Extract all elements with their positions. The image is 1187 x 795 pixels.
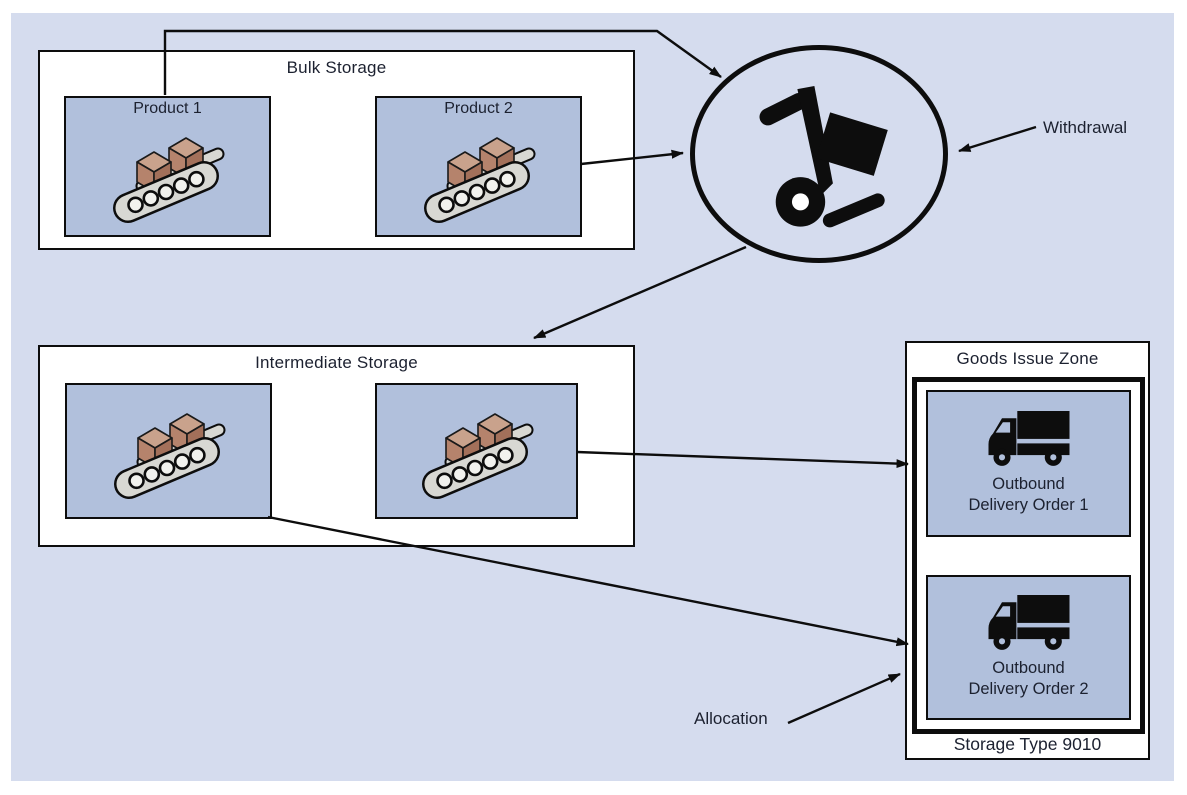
goods-issue-zone: Goods Issue Zone Outbound Delivery Order… xyxy=(905,341,1150,760)
product-2-box: Product 2 xyxy=(375,96,582,237)
product-1-label: Product 1 xyxy=(133,100,202,117)
product-2-label: Product 2 xyxy=(444,100,513,117)
bulk-storage-title: Bulk Storage xyxy=(286,58,387,77)
intermediate-storage-zone: Intermediate Storage xyxy=(38,345,635,547)
withdrawal-process-ellipse xyxy=(690,45,948,263)
outbound-delivery-order-1-label: Outbound Delivery Order 1 xyxy=(968,475,1089,515)
conveyor-belt-icon xyxy=(67,391,270,513)
conveyor-belt-icon xyxy=(377,120,580,231)
outbound-delivery-order-1-box: Outbound Delivery Order 1 xyxy=(926,390,1131,537)
delivery-truck-icon xyxy=(988,595,1069,650)
goods-issue-zone-title: Goods Issue Zone xyxy=(956,349,1099,368)
conveyor-belt-icon xyxy=(377,391,576,513)
product-1-box: Product 1 xyxy=(64,96,271,237)
outbound-delivery-order-2-label: Outbound Delivery Order 2 xyxy=(968,659,1089,699)
intermediate-bin-2-box xyxy=(375,383,578,519)
intermediate-bin-1-box xyxy=(65,383,272,519)
conveyor-belt-icon xyxy=(66,120,269,231)
intermediate-storage-title: Intermediate Storage xyxy=(255,353,418,372)
bulk-storage-zone: Bulk Storage Product 1 Product 2 xyxy=(38,50,635,250)
withdrawal-label: Withdrawal xyxy=(1043,118,1128,137)
storage-type-9010-frame: Outbound Delivery Order 1 Outbound Deliv… xyxy=(912,377,1145,734)
outbound-delivery-order-2-box: Outbound Delivery Order 2 xyxy=(926,575,1131,720)
hand-truck-icon xyxy=(759,86,888,228)
storage-type-label: Storage Type 9010 xyxy=(953,734,1102,754)
allocation-label: Allocation xyxy=(694,709,768,728)
delivery-truck-icon xyxy=(988,411,1069,466)
